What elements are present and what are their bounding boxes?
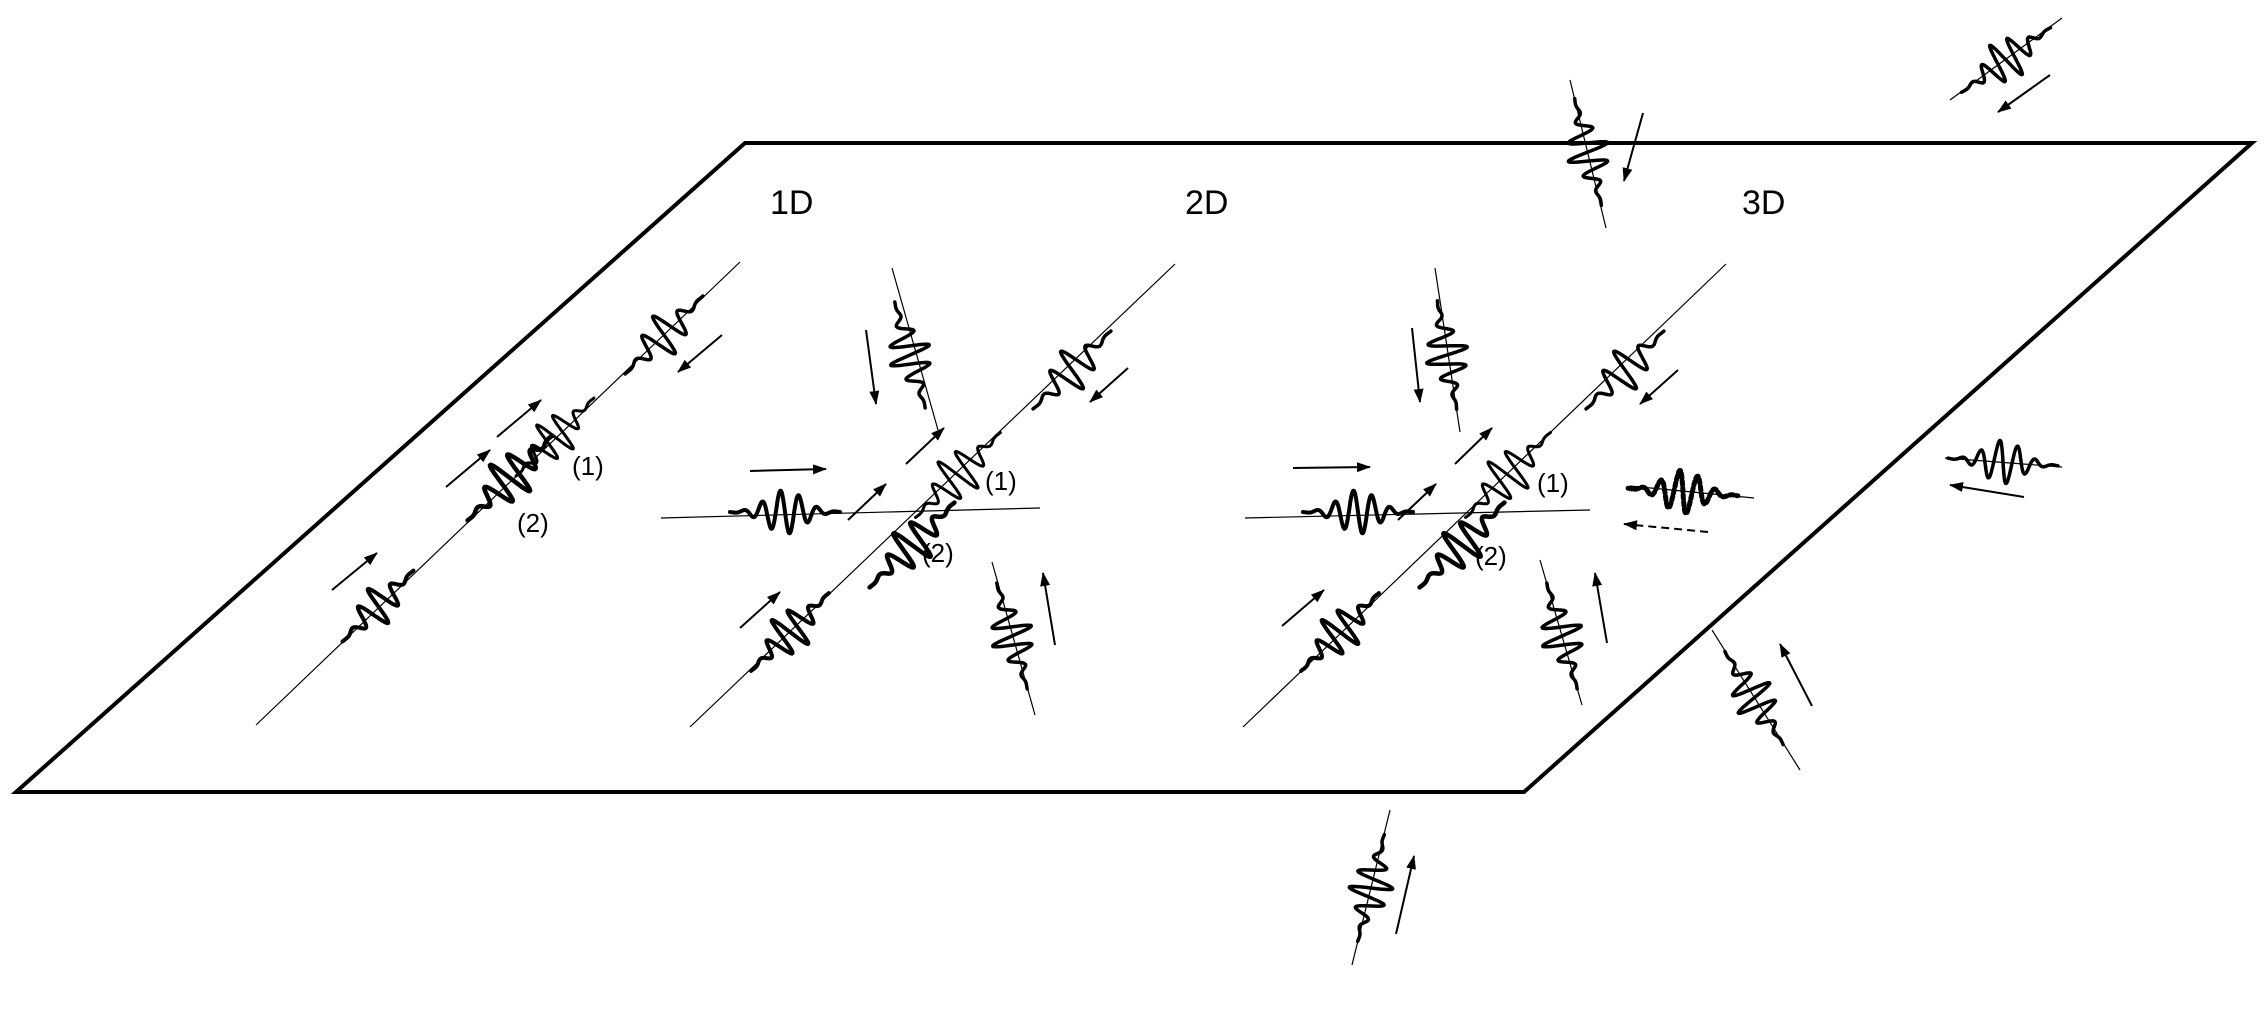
arrow-outside-lowerright [1779,643,1813,707]
wave-2d-pulse-two [867,500,957,590]
guide-line-1d [255,261,741,726]
arrow-3d-upper-right [1639,369,1679,405]
wave-2d-upper [888,300,932,410]
arrow-2d-lower [1040,572,1056,646]
arrow-3d-horizontal [1292,462,1371,473]
arrow-2d-horizontal [749,464,827,475]
wave-3d-upper-right [1584,329,1666,411]
panel-title-2d: 2D [1185,184,1228,222]
wave-3d-pulse-two [1417,500,1507,590]
wave-2d-horizontal [728,488,842,536]
wave-3d-upper [1425,299,1469,411]
pulse-tag-2d-one: (1) [985,466,1017,496]
wave-2d-upper-right [1031,329,1113,411]
arrow-2d-center-a [847,483,887,521]
arrow-outside-topright [1997,74,2051,113]
arrow-3d-center-b [1454,427,1493,465]
arrow-3d-lower-left [1281,589,1325,627]
wave-outside-topright [1959,25,2053,95]
propagation-arrows [331,74,2051,935]
arrow-outside-right [1949,482,2025,498]
guide-line-3d-lower [1539,559,1583,706]
arrow-1d-left [331,552,378,591]
arrow-1d-mid-b [496,399,542,438]
arrow-outside-bottom [1395,855,1416,935]
pulse-tag-1d-two: (2) [517,508,549,538]
guide-line-outside-bottom [1351,809,1391,966]
guide-line-outside-lowerright [1711,629,1801,771]
guide-line-3d-upper [1434,267,1461,433]
interaction-plane [10,141,2258,794]
arrow-outside-top [1622,112,1644,182]
wave-2d-lower [990,581,1034,691]
wave-3d-horizontal [1301,488,1415,536]
guide-lines [255,17,2063,966]
arrow-2d-lower-left [739,591,781,629]
wave-3d-scattered [1625,468,1741,516]
arrow-2d-upper-right [1089,367,1129,403]
wave-1d-pulse-two [465,433,555,523]
panel-title-3d: 3D [1742,184,1785,222]
pulse-tag-1d-one: (1) [572,451,604,481]
wave-packets [340,25,2060,944]
guide-line-outside-topright [1949,17,2063,101]
guide-line-2d-upper [891,267,939,431]
arrow-2d-upper [865,329,880,405]
arrow-3d-scattered [1623,520,1709,533]
guide-line-2d-horizontal [660,507,1041,519]
guide-line-outside-right [1944,457,2063,468]
wave-1d-incoming-left [340,568,416,644]
guide-line-2d-lower [991,561,1036,716]
wave-3d-lower-left [1299,591,1381,673]
arrow-2d-center-b [905,427,945,465]
arrow-3d-lower [1592,572,1608,644]
wave-1d-pulse-one [514,396,596,478]
guide-line-3d-diagonal [1242,263,1727,728]
panel-title-1d: 1D [770,184,813,222]
arrow-1d-right [677,334,723,373]
guide-line-3d-scatter [1629,485,1755,499]
guide-line-3d-horizontal [1244,509,1591,519]
pulse-tag-3d-one: (1) [1537,468,1569,498]
guide-line-outside-top [1569,79,1607,229]
guide-line-2d-diagonal [689,263,1176,728]
arrow-3d-center-a [1397,483,1437,521]
arrow-1d-mid-a [445,449,491,488]
arrow-3d-upper [1411,327,1424,403]
wave-2d-pulse-one [914,431,1002,519]
